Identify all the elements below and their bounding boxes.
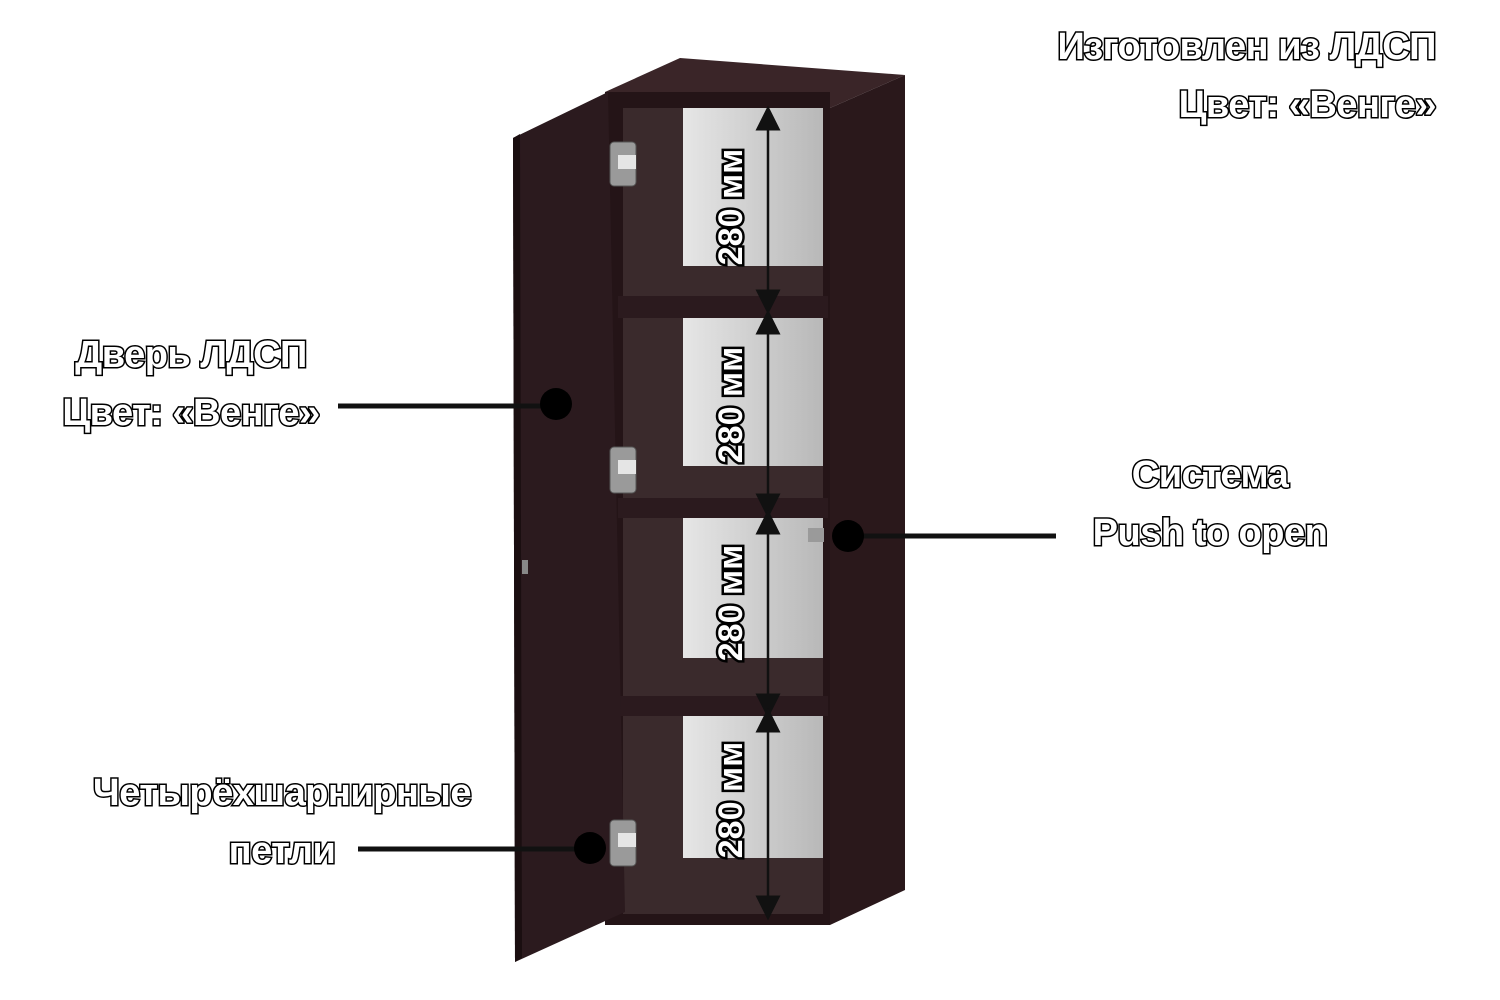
door-line2: Цвет: «Венге» <box>61 391 322 436</box>
hinge-middle <box>609 446 637 494</box>
hinge-top <box>609 141 637 187</box>
material-line2: Цвет: «Венге» <box>1177 83 1438 128</box>
dimension-label-4: 280 мм <box>712 742 750 858</box>
compartments <box>623 108 823 914</box>
push-line2: Push to open <box>1091 511 1329 556</box>
dimension-label-1: 280 мм <box>712 149 750 265</box>
hinges-line1: Четырёхшарнирные <box>92 771 473 816</box>
push-line1: Система <box>1130 453 1290 498</box>
hinges-line2: петли <box>227 829 337 874</box>
door-label: Дверь ЛДСП Цвет: «Венге» <box>56 326 326 442</box>
callout-push-to-open <box>832 520 1056 552</box>
callout-hinges <box>358 832 606 864</box>
shelf-1 <box>618 296 828 318</box>
dimension-label-3: 280 мм <box>712 545 750 661</box>
cabinet-right-side <box>830 75 905 925</box>
shelf-2 <box>618 498 828 518</box>
hinges <box>609 141 637 867</box>
material-line1: Изготовлен из ЛДСП <box>1056 25 1438 70</box>
hinge-bottom <box>609 819 637 867</box>
material-label: Изготовлен из ЛДСП Цвет: «Венге» <box>1056 18 1438 134</box>
dimension-label-2: 280 мм <box>712 347 750 463</box>
door-line1: Дверь ЛДСП <box>74 333 309 378</box>
push-label: Система Push to open <box>1070 446 1350 562</box>
door-latch <box>522 560 528 574</box>
hinges-label: Четырёхшарнирные петли <box>70 764 494 880</box>
push-to-open-device <box>808 528 824 542</box>
cabinet-door <box>513 92 625 962</box>
callout-door <box>338 388 572 420</box>
shelf-3 <box>618 696 828 716</box>
